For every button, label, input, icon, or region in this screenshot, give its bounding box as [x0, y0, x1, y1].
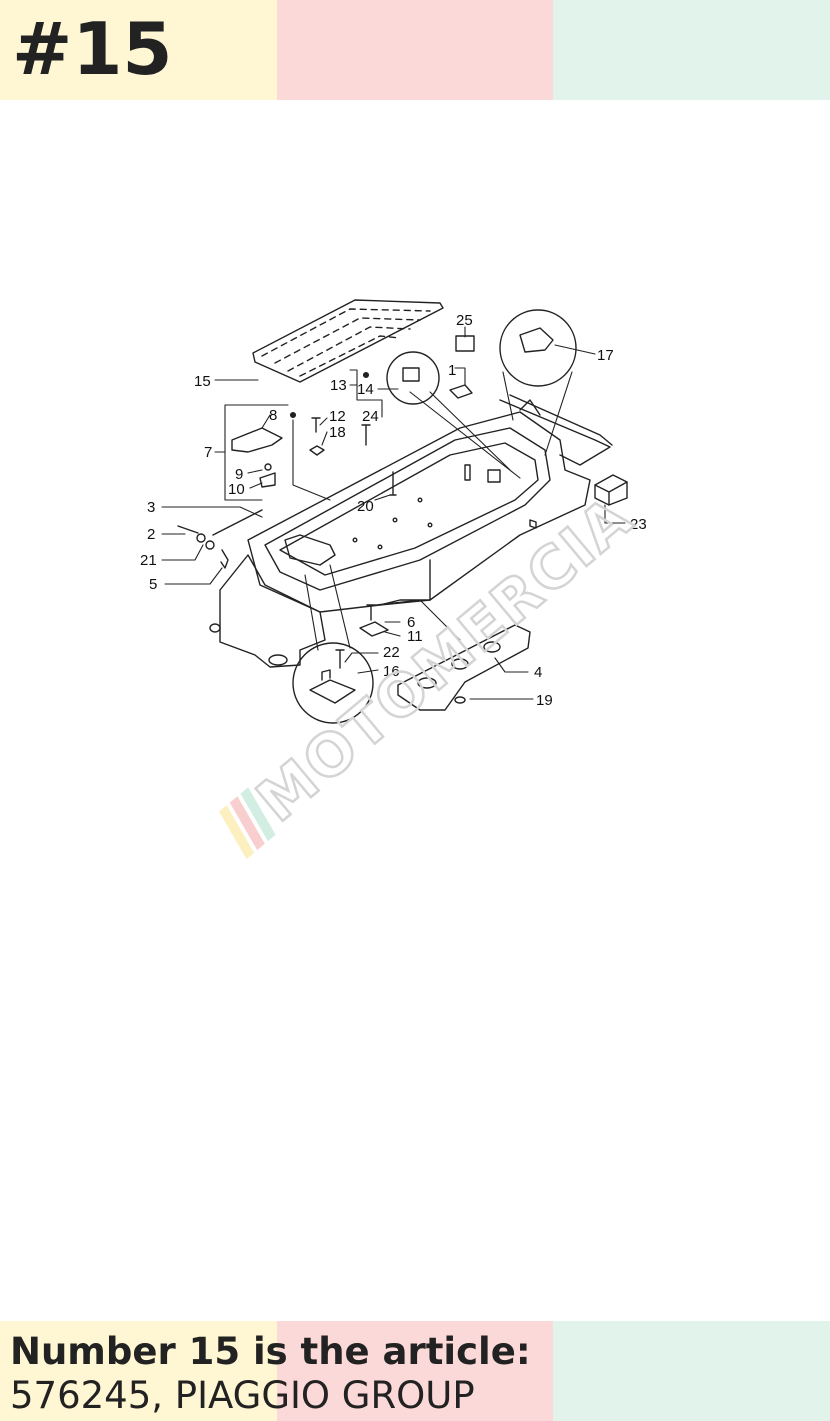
storage-compartment-body [209, 394, 613, 668]
caption-article-number: 576245, PIAGGIO GROUP [10, 1374, 475, 1417]
part-2-pin [177, 525, 199, 534]
callout-1: 1 [448, 362, 456, 379]
part-18-nut [309, 445, 325, 456]
part-4-plate [397, 624, 531, 711]
page-title: #15 [12, 7, 173, 91]
callout-14: 14 [357, 381, 374, 398]
part-20-pin [389, 471, 397, 496]
part-5-clip [220, 549, 229, 569]
leader-lines [161, 326, 626, 700]
callout-12: 12 [329, 408, 346, 425]
footer-color-band [0, 1321, 830, 1421]
callout-10: 10 [228, 481, 245, 498]
part-15-mat [252, 299, 444, 383]
detail-circle-16 [292, 642, 374, 724]
callout-15: 15 [194, 373, 211, 390]
detail-circle-17 [499, 309, 577, 387]
callout-23: 23 [630, 516, 647, 533]
part-8-bracket [231, 427, 283, 453]
part-9-screw [264, 463, 272, 471]
callout-8: 8 [269, 407, 277, 424]
callout-17: 17 [597, 347, 614, 364]
part-12-screw [311, 417, 321, 433]
callout-18: 18 [329, 424, 346, 441]
callout-11: 11 [407, 628, 423, 645]
part-24-screw [361, 424, 371, 446]
part-23-box [594, 474, 628, 506]
footer-band-mint [553, 1321, 830, 1421]
callout-7: 7 [204, 444, 212, 461]
part-16-block [309, 669, 356, 704]
callout-3: 3 [147, 499, 155, 516]
callout-21: 21 [140, 552, 157, 569]
part-17-latch [519, 327, 554, 353]
band-pink [276, 0, 554, 100]
callout-2: 2 [147, 526, 155, 543]
part-25-label [455, 335, 475, 352]
callout-5: 5 [149, 576, 157, 593]
part-22-screw [335, 649, 345, 669]
header-color-band [0, 0, 830, 100]
callout-4: 4 [534, 664, 542, 681]
part-11-bracket [359, 621, 389, 637]
part-21-washer [196, 533, 206, 543]
footer-band-pink [276, 1321, 554, 1421]
callout-22: 22 [383, 644, 400, 661]
band-yellow [0, 0, 277, 100]
detail-circle-14 [386, 351, 440, 405]
callout-9: 9 [235, 466, 243, 483]
part-1-key [449, 384, 473, 399]
callout-labels: 1 2 3 4 5 6 7 8 9 10 11 12 13 14 15 16 1… [140, 312, 647, 709]
callout-25: 25 [456, 312, 473, 329]
watermark-text: MOTOMERCIA [244, 483, 645, 835]
part-14-lock [402, 367, 420, 382]
part-21-washer-b [205, 540, 215, 550]
part-10-clip [259, 472, 276, 488]
callout-24: 24 [362, 408, 379, 425]
caption-heading: Number 15 is the article: [10, 1330, 531, 1373]
footer-band-yellow [0, 1321, 277, 1421]
part-6-screw [366, 604, 376, 621]
band-mint [553, 0, 830, 100]
callout-20: 20 [357, 498, 374, 515]
callout-13: 13 [330, 377, 347, 394]
article-caption: Number 15 is the article: 576245, PIAGGI… [10, 1330, 531, 1418]
callout-6: 6 [407, 614, 415, 631]
callout-19: 19 [536, 692, 553, 709]
part-3-cable [212, 509, 263, 536]
callout-16: 16 [383, 663, 400, 680]
